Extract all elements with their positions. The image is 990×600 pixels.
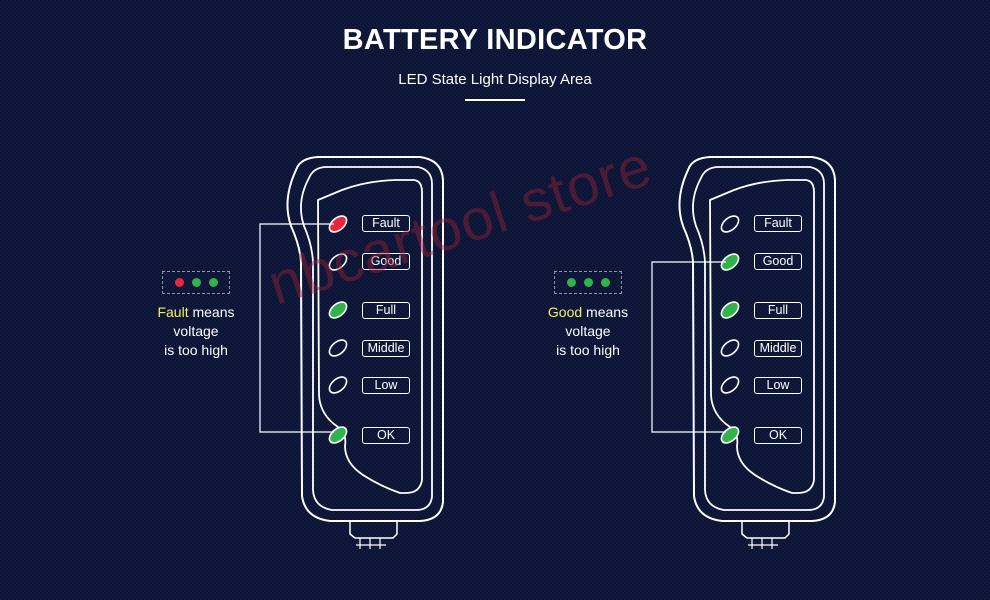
device-connector (741, 521, 790, 539)
state-means: means (188, 304, 235, 320)
state-means: means (582, 304, 629, 320)
led-ok (720, 426, 740, 444)
label-fault: Fault (754, 215, 802, 232)
legend-dot (192, 278, 201, 287)
legend-dot (584, 278, 593, 287)
led-low (720, 376, 740, 394)
legend-dot (175, 278, 184, 287)
led-legend-box (554, 271, 622, 294)
page-subtitle: LED State Light Display Area (398, 71, 592, 88)
state-line-3: is too high (556, 342, 620, 358)
battery-indicator-device (259, 156, 444, 549)
label-fault: Fault (362, 215, 410, 232)
state-name: Good (547, 304, 583, 320)
led-fault (720, 215, 740, 233)
device-inner-shell (692, 166, 825, 511)
label-ok: OK (754, 427, 802, 444)
led-low (328, 376, 348, 394)
state-line-2: voltage (565, 323, 611, 339)
led-full (328, 301, 348, 319)
device-connector (349, 521, 398, 539)
legend-dot (567, 278, 576, 287)
led-legend-box (162, 271, 230, 294)
device-outer-shell (286, 156, 444, 522)
state-description: Good means voltage is too high (532, 303, 644, 360)
page-title: BATTERY INDICATOR (342, 24, 648, 56)
legend-dot (601, 278, 610, 287)
indicator-panel-good: Fault Good Full Middle Low OK Good means… (392, 0, 887, 600)
state-line-3: is too high (164, 342, 228, 358)
led-full (720, 301, 740, 319)
label-ok: OK (362, 427, 410, 444)
label-full: Full (754, 302, 802, 319)
indicator-panel-fault: Fault Good Full Middle Low OK Fault mean… (140, 156, 444, 549)
battery-indicator-device (651, 156, 836, 549)
label-low: Low (754, 377, 802, 394)
device-outer-shell (678, 156, 836, 522)
device-inner-shell (300, 166, 433, 511)
legend-dot (209, 278, 218, 287)
state-name: Fault (157, 304, 189, 320)
label-low: Low (362, 377, 410, 394)
title-underline (465, 99, 525, 101)
label-full: Full (362, 302, 410, 319)
label-middle: Middle (362, 340, 410, 357)
label-good: Good (754, 253, 802, 270)
led-fault (328, 215, 348, 233)
state-line-2: voltage (173, 323, 219, 339)
led-good (720, 253, 740, 271)
bracket-connector (259, 223, 334, 433)
led-ok (328, 426, 348, 444)
bracket-connector (651, 261, 726, 433)
label-middle: Middle (754, 340, 802, 357)
led-middle (328, 339, 348, 357)
state-description: Fault means voltage is too high (140, 303, 252, 360)
led-middle (720, 339, 740, 357)
led-good (328, 253, 348, 271)
label-good: Good (362, 253, 410, 270)
